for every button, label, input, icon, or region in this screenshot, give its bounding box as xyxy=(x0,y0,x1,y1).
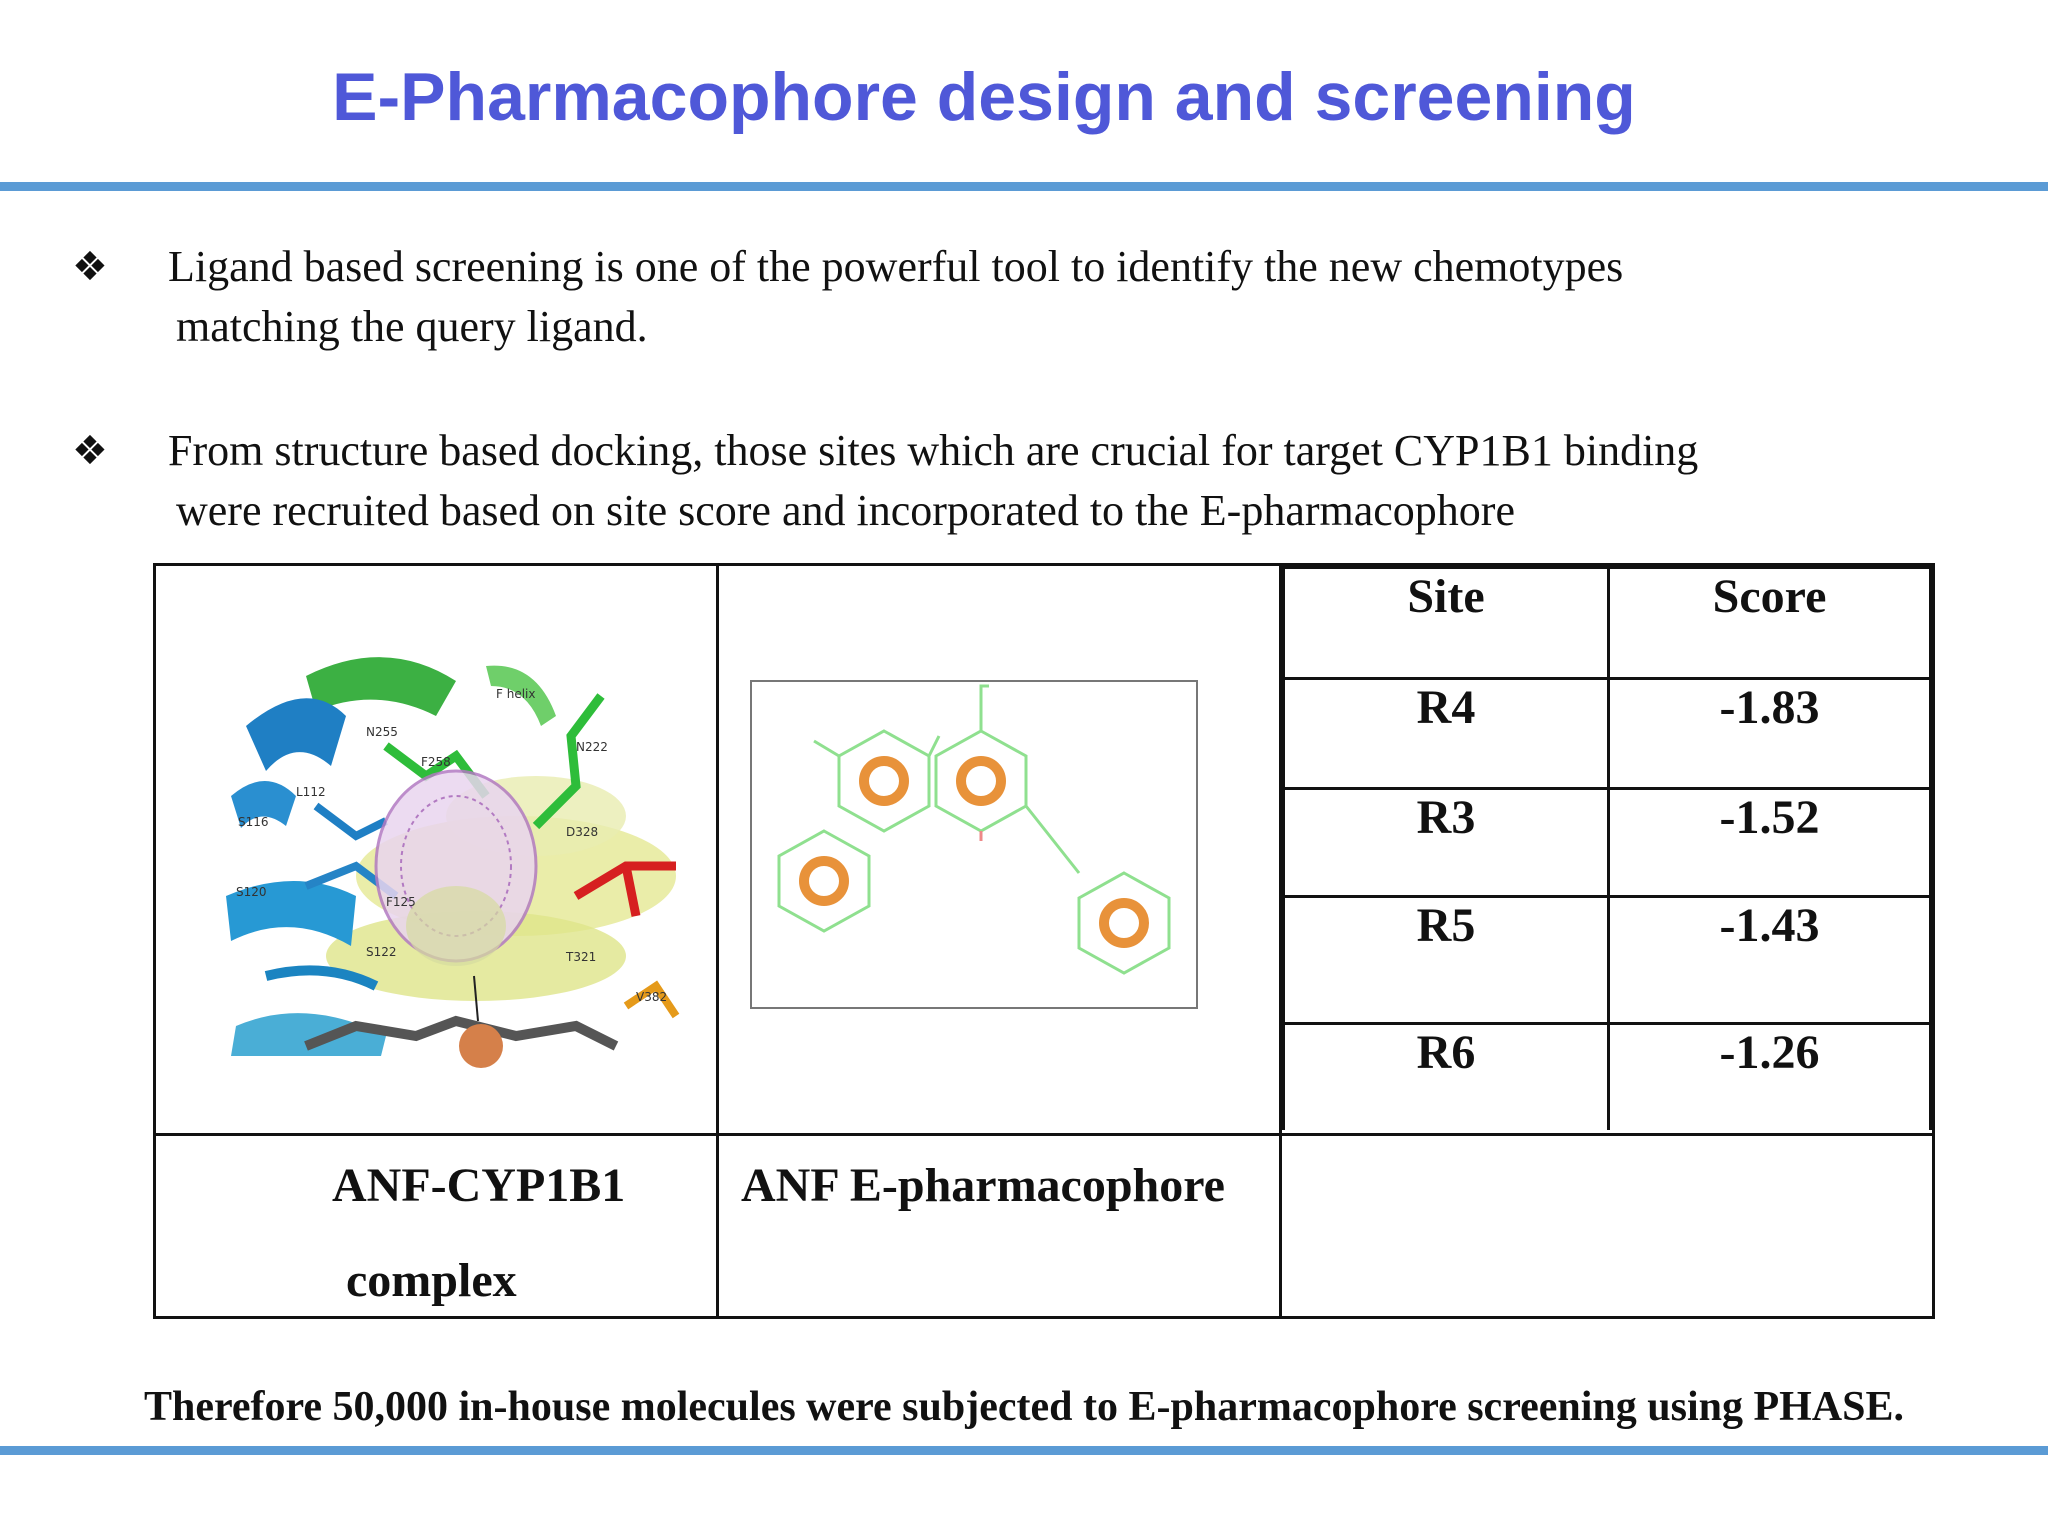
bullet-1-line-1: Ligand based screening is one of the pow… xyxy=(168,242,1624,291)
e-pharmacophore-diagram xyxy=(750,680,1198,1009)
diamond-cluster-icon: ❖ xyxy=(72,428,108,474)
pharmacophore-caption: ANF E-pharmacophore xyxy=(741,1159,1225,1212)
site-r5: R5 xyxy=(1282,895,1610,1025)
score-header: Score xyxy=(1607,566,1932,680)
score-r5: -1.43 xyxy=(1607,895,1932,1025)
site-score-table: Site Score R4 -1.83 R3 -1.52 R5 -1.43 R6 xyxy=(1282,566,1932,1130)
pharmacophore-caption-cell: ANF E-pharmacophore xyxy=(716,1133,1282,1319)
svg-text:T321: T321 xyxy=(565,950,596,964)
bottom-divider xyxy=(0,1446,2048,1455)
score-r4: -1.83 xyxy=(1607,677,1932,790)
svg-text:F258: F258 xyxy=(421,755,451,769)
top-divider xyxy=(0,182,2048,191)
bullet-2-line-2: were recruited based on site score and i… xyxy=(176,486,1515,535)
svg-text:S120: S120 xyxy=(236,885,267,899)
svg-text:N222: N222 xyxy=(576,740,608,754)
site-score-cell: Site Score R4 -1.83 R3 -1.52 R5 -1.43 R6 xyxy=(1279,563,1935,1136)
aromatic-ring-features xyxy=(799,756,1149,948)
slide-title: E-Pharmacophore design and screening xyxy=(332,59,1636,135)
conclusion-text: Therefore 50,000 in-house molecules were… xyxy=(143,1384,1905,1430)
svg-text:S122: S122 xyxy=(366,945,397,959)
diamond-cluster-icon: ❖ xyxy=(72,244,108,290)
site-r3: R3 xyxy=(1282,787,1610,898)
svg-text:L112: L112 xyxy=(296,785,326,799)
pharmacophore-image-cell xyxy=(716,563,1282,1136)
bullet-1-line-2: matching the query ligand. xyxy=(176,302,648,351)
site-r6: R6 xyxy=(1282,1022,1610,1130)
svg-text:V382: V382 xyxy=(636,990,667,1004)
svg-text:N255: N255 xyxy=(366,725,398,739)
score-r3: -1.52 xyxy=(1607,787,1932,898)
site-r4: R4 xyxy=(1282,677,1610,790)
complex-caption-line-1: ANF-CYP1B1 xyxy=(332,1159,626,1212)
bullet-2-line-1: From structure based docking, those site… xyxy=(168,426,1699,475)
svg-text:F125: F125 xyxy=(386,895,416,909)
empty-caption-cell xyxy=(1279,1133,1935,1319)
complex-caption-cell: ANF-CYP1B1 complex xyxy=(153,1133,719,1319)
score-r6: -1.26 xyxy=(1607,1022,1932,1130)
complex-caption-line-2: complex xyxy=(346,1254,517,1307)
site-header: Site xyxy=(1282,566,1610,680)
svg-text:D328: D328 xyxy=(566,825,598,839)
svg-text:S116: S116 xyxy=(238,815,269,829)
svg-text:F helix: F helix xyxy=(496,687,535,701)
